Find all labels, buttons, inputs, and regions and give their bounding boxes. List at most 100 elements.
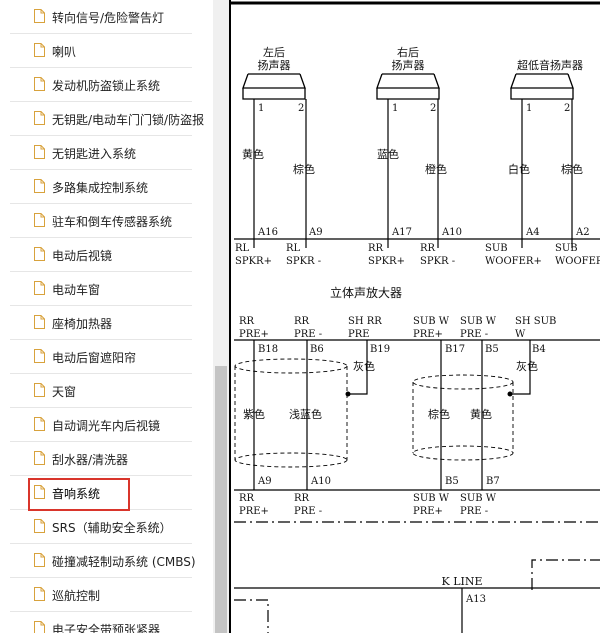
speaker-name-line1: 超低音扬声器 <box>517 58 583 72</box>
pin-label: B6 <box>310 344 324 355</box>
wiring-diagram-pane: 左后 扬声器 1 2 黄色 棕色 A16 A9 RL SPKR+ RL SPKR… <box>229 0 600 633</box>
sidebar-item-label: 转向信号/危险警告灯 <box>52 11 165 25</box>
pin-label: 1 <box>258 103 264 114</box>
shield-outline-left <box>234 358 348 468</box>
pre-output-wires: B18 B6 B19 B17 B5 B4 灰色 灰色 紫色 浅蓝色 <box>234 340 546 490</box>
signal-label: SPKR - <box>286 256 321 267</box>
connector-label: A4 <box>525 227 540 238</box>
sidebar-item-turn-signal[interactable]: 转向信号/危险警告灯 <box>10 0 192 34</box>
signal-label: RL <box>286 243 301 254</box>
document-icon <box>34 587 45 601</box>
signal-label: SPKR - <box>420 256 455 267</box>
connector-label: A10 <box>441 227 462 238</box>
document-icon <box>34 247 45 261</box>
sidebar-tree: 转向信号/危险警告灯 喇叭 发动机防盗锁止系统 无钥匙/电动车门门锁/防盗报 无… <box>0 0 213 633</box>
document-icon <box>34 417 45 431</box>
wire-color-label: 棕色 <box>561 162 583 176</box>
k-line-label: K LINE <box>441 575 482 588</box>
sidebar-item-horn[interactable]: 喇叭 <box>10 34 192 68</box>
pre-label: PRE <box>348 329 370 340</box>
pin-label: B19 <box>370 344 390 355</box>
sidebar-item-label: 音响系统 <box>52 487 101 501</box>
pin-label: B17 <box>445 344 465 355</box>
shield-outline-right <box>412 374 514 461</box>
sidebar-item-cruise-control[interactable]: 巡航控制 <box>10 578 192 612</box>
pin-label: 1 <box>392 103 398 114</box>
wire-color-label: 橙色 <box>425 162 447 176</box>
pre-label: SUB W <box>460 493 497 504</box>
sidebar-item-power-window[interactable]: 电动车窗 <box>10 272 192 306</box>
pre-label: RR <box>239 316 255 327</box>
pre-label: SUB W <box>413 316 450 327</box>
sidebar-item-label: 无钥匙进入系统 <box>52 147 137 161</box>
sidebar-item-keyless-door-lock[interactable]: 无钥匙/电动车门门锁/防盗报 <box>10 102 204 136</box>
pre-label: SUB W <box>413 493 450 504</box>
document-icon <box>34 77 45 91</box>
document-icon <box>34 519 45 533</box>
speaker-subwoofer: 超低音扬声器 1 2 白色 棕色 A4 A2 SUB WOOFER+ SUB W… <box>485 58 600 267</box>
wire-color-label: 黄色 <box>242 147 264 161</box>
sidebar-item-wiper-washer[interactable]: 刮水器/清洗器 <box>10 442 192 476</box>
sidebar-item-label: 天窗 <box>52 385 77 399</box>
sidebar-item-label: SRS（辅助安全系统） <box>52 521 172 535</box>
shield-connection-dot <box>345 391 351 397</box>
shield-wire-color: 灰色 <box>516 359 538 373</box>
signal-label: RR <box>368 243 384 254</box>
sidebar-item-auto-dimming-mirror[interactable]: 自动调光车内后视镜 <box>10 408 192 442</box>
pre-label: SH RR <box>348 316 382 327</box>
pre-label: PRE+ <box>413 506 443 517</box>
speaker-left-rear: 左后 扬声器 1 2 黄色 棕色 A16 A9 RL SPKR+ RL SPKR… <box>235 46 323 267</box>
sidebar-item-parking-sensor[interactable]: 驻车和倒车传感器系统 <box>10 204 192 238</box>
sidebar-item-label: 自动调光车内后视镜 <box>52 419 161 433</box>
sidebar-item-label: 碰撞减轻制动系统 (CMBS) <box>52 555 196 569</box>
pin-label: B5 <box>445 476 459 487</box>
speaker-name-line1: 右后 <box>397 45 419 59</box>
sidebar-item-label: 喇叭 <box>52 45 77 59</box>
sidebar-item-label: 刮水器/清洗器 <box>52 453 129 467</box>
sidebar-item-label: 巡航控制 <box>52 589 101 603</box>
sidebar-item-multiplex-control[interactable]: 多路集成控制系统 <box>10 170 192 204</box>
sidebar-scrollbar-thumb[interactable] <box>215 366 227 633</box>
connector-label: A2 <box>575 227 590 238</box>
wire-color-label: 蓝色 <box>377 147 399 161</box>
sidebar-item-srs[interactable]: SRS（辅助安全系统） <box>10 510 192 544</box>
sidebar-item-seatbelt-pretensioner[interactable]: 电子安全带预张紧器 <box>10 612 192 633</box>
speaker-symbol-icon <box>376 73 440 100</box>
dash-dot-outline <box>234 599 269 633</box>
sidebar-item-rear-sunshade[interactable]: 电动后窗遮阳帘 <box>10 340 192 374</box>
wire-color-label: 紫色 <box>243 407 265 421</box>
signal-label: RL <box>235 243 250 254</box>
signal-label: SPKR+ <box>235 256 272 267</box>
pre-label: RR <box>294 316 310 327</box>
connector-label: A16 <box>257 227 278 238</box>
wire-color-label: 棕色 <box>428 407 450 421</box>
document-icon <box>34 485 45 499</box>
shield-wire-color: 灰色 <box>353 359 375 373</box>
document-icon <box>34 315 45 329</box>
signal-label: SUB <box>485 243 508 254</box>
dash-dot-outline <box>531 559 600 590</box>
pin-label: 1 <box>526 103 532 114</box>
sidebar-item-sunroof[interactable]: 天窗 <box>10 374 192 408</box>
document-icon <box>34 383 45 397</box>
signal-label: WOOFER+ <box>485 256 542 267</box>
sidebar-item-immobilizer[interactable]: 发动机防盗锁止系统 <box>10 68 192 102</box>
sidebar-item-label: 电子安全带预张紧器 <box>52 623 161 633</box>
sidebar-item-power-mirror[interactable]: 电动后视镜 <box>10 238 192 272</box>
pin-label: 2 <box>298 103 304 114</box>
document-icon <box>34 451 45 465</box>
sidebar-item-label: 驻车和倒车传感器系统 <box>52 215 173 229</box>
selection-highlight <box>28 478 130 511</box>
pre-label: PRE - <box>460 506 488 517</box>
sidebar-item-cmbs[interactable]: 碰撞减轻制动系统 (CMBS) <box>10 544 196 578</box>
pin-label: A9 <box>257 476 272 487</box>
document-icon <box>34 553 45 567</box>
speaker-name-line1: 左后 <box>263 46 285 59</box>
sidebar-item-keyless-entry[interactable]: 无钥匙进入系统 <box>10 136 192 170</box>
sidebar-item-label: 电动后窗遮阳帘 <box>52 351 137 365</box>
pre-label: SH SUB <box>515 316 556 327</box>
pin-label: 2 <box>430 103 436 114</box>
speaker-right-rear: 右后 扬声器 1 2 蓝色 橙色 A17 A10 RR SPKR+ RR SPK… <box>368 45 462 267</box>
document-icon <box>34 349 45 363</box>
sidebar-item-seat-heater[interactable]: 座椅加热器 <box>10 306 192 340</box>
